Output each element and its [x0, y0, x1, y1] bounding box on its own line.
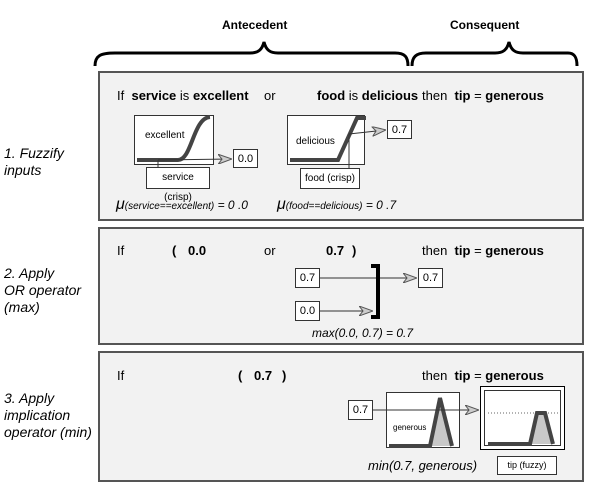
- if-keyword: If: [117, 88, 125, 103]
- max-formula: max(0.0, 0.7) = 0.7: [312, 326, 414, 340]
- mu-food-equation: μ(food==delicious) = 0 .7: [277, 196, 396, 214]
- mu-food-value: = 0 .7: [365, 198, 397, 212]
- food-variable: food: [317, 88, 346, 103]
- step3-line2: implication: [4, 407, 71, 423]
- or-output-value: 0.7: [418, 268, 443, 288]
- if-keyword: If: [117, 368, 125, 383]
- generous-term: generous: [485, 88, 544, 103]
- consequent-header: Consequent: [450, 18, 520, 32]
- tip-fuzzy-label: tip (fuzzy): [497, 456, 557, 475]
- excellent-mf-plot: excellent: [134, 115, 214, 165]
- tip-fuzzy-plot: [484, 390, 561, 446]
- antecedent-brace: [93, 41, 410, 67]
- or-input-value-1: 0.0: [188, 243, 207, 258]
- consequent-brace: [410, 41, 579, 67]
- tip-variable: tip: [454, 368, 471, 383]
- implication-input-box: 0.7: [348, 400, 373, 420]
- step2-label: 2. Apply OR operator (max): [4, 265, 81, 316]
- implication-consequent: then tip = generous: [422, 368, 544, 383]
- step2-line1: 2. Apply: [4, 265, 55, 281]
- implication-input-value: 0.7: [254, 368, 273, 383]
- min-formula: min(0.7, generous): [368, 458, 478, 473]
- service-membership-value: 0.0: [233, 149, 258, 168]
- tip-variable: tip: [454, 243, 471, 258]
- food-crisp-input[interactable]: food (crisp): [300, 168, 360, 189]
- or-panel: [98, 227, 584, 345]
- generous-term: generous: [485, 368, 544, 383]
- generous-term: generous: [485, 243, 544, 258]
- mu-symbol: μ: [116, 196, 125, 213]
- or-consequent: then tip = generous: [422, 243, 544, 258]
- equals-sign: =: [474, 243, 482, 258]
- or-keyword: or: [264, 88, 276, 103]
- open-paren: (: [172, 243, 177, 258]
- is-keyword: is: [348, 88, 359, 103]
- step2-line3: (max): [4, 299, 40, 315]
- close-paren: ): [352, 243, 357, 258]
- open-paren: (: [238, 368, 243, 383]
- rule1-food-clause: food is delicious: [317, 88, 418, 103]
- close-paren: ): [282, 368, 287, 383]
- delicious-mf-plot: delicious: [287, 115, 365, 165]
- then-keyword: then: [422, 88, 448, 103]
- then-keyword: then: [422, 243, 448, 258]
- mu-service-subscript: (service==excellent): [124, 201, 215, 212]
- or-input-top: 0.7: [295, 268, 320, 288]
- equals-sign: =: [474, 368, 482, 383]
- mu-symbol: μ: [277, 196, 286, 213]
- service-crisp-input[interactable]: service (crisp): [146, 167, 210, 203]
- then-keyword: then: [422, 368, 448, 383]
- if-keyword: If: [117, 243, 125, 258]
- or-input-value-2: 0.7: [326, 243, 345, 258]
- rule1-consequent: then tip = generous: [422, 88, 544, 103]
- service-variable: service: [131, 88, 177, 103]
- step1-label: 1. Fuzzify inputs: [4, 145, 64, 179]
- delicious-term: delicious: [361, 88, 419, 103]
- is-keyword: is: [179, 88, 190, 103]
- excellent-term: excellent: [192, 88, 249, 103]
- step2-line2: OR operator: [4, 282, 82, 298]
- or-input-bottom: 0.0: [295, 301, 320, 321]
- step3-line3: operator (min): [4, 424, 92, 440]
- step1-line2: inputs: [4, 162, 42, 178]
- or-keyword: or: [264, 243, 276, 258]
- mu-service-value: = 0 .0: [217, 198, 248, 212]
- step3-line1: 3. Apply: [4, 390, 55, 406]
- step1-line1: 1. Fuzzify: [4, 145, 64, 161]
- mu-food-subscript: (food==delicious): [285, 201, 363, 212]
- mu-service-equation: μ(service==excellent) = 0 .0: [116, 196, 248, 214]
- tip-variable: tip: [454, 88, 471, 103]
- food-membership-value: 0.7: [387, 120, 412, 139]
- generous-mf-label: generous: [393, 423, 427, 432]
- delicious-mf-label: delicious: [296, 136, 335, 147]
- generous-mf-plot: generous: [386, 392, 460, 448]
- rule1-text: If service is excellent: [117, 88, 249, 103]
- step3-label: 3. Apply implication operator (min): [4, 390, 92, 441]
- excellent-mf-label: excellent: [145, 130, 185, 141]
- equals-sign: =: [474, 88, 482, 103]
- antecedent-header: Antecedent: [222, 18, 288, 32]
